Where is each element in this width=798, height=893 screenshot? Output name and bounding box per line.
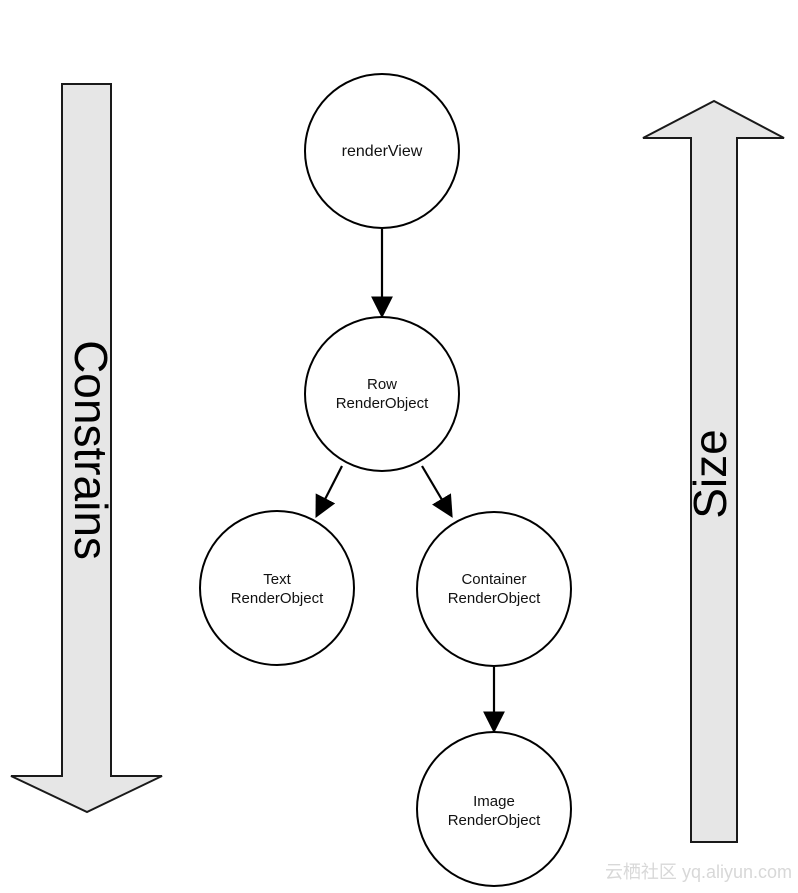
node-circle [304, 316, 460, 472]
node-label-container: Container [461, 571, 526, 588]
node-container-renderobject: Container RenderObject [416, 511, 572, 667]
watermark-text: 云栖社区 yq.aliyun.com [605, 862, 792, 882]
node-circle [304, 73, 460, 229]
node-circle [199, 510, 355, 666]
node-label-container-renderobject: RenderObject [448, 590, 541, 607]
constrains-label: Constrains [65, 340, 117, 560]
node-label-text-renderobject: RenderObject [231, 590, 324, 607]
tree-edges [315, 229, 505, 734]
node-image-renderobject: Image RenderObject [416, 731, 572, 887]
size-arrow: Size [642, 99, 785, 843]
node-render-view: renderView [304, 73, 460, 229]
node-row-renderobject: Row RenderObject [304, 316, 460, 472]
edge-row-to-text [315, 465, 343, 518]
node-text-renderobject: Text RenderObject [199, 510, 355, 666]
node-label-image: Image [473, 793, 515, 810]
size-arrow-shape [642, 99, 785, 843]
edge-row-to-container [421, 465, 453, 518]
node-circle [416, 731, 572, 887]
node-label-image-renderobject: RenderObject [448, 812, 541, 829]
node-circle [416, 511, 572, 667]
node-label-row: Row [367, 376, 397, 393]
constrains-arrow: Constrains [10, 83, 163, 814]
node-label-row-renderobject: RenderObject [336, 395, 429, 412]
size-label: Size [684, 429, 736, 518]
node-label-renderview: renderView [342, 143, 423, 160]
node-label-text: Text [263, 571, 291, 588]
constrains-arrow-shape [10, 83, 163, 814]
